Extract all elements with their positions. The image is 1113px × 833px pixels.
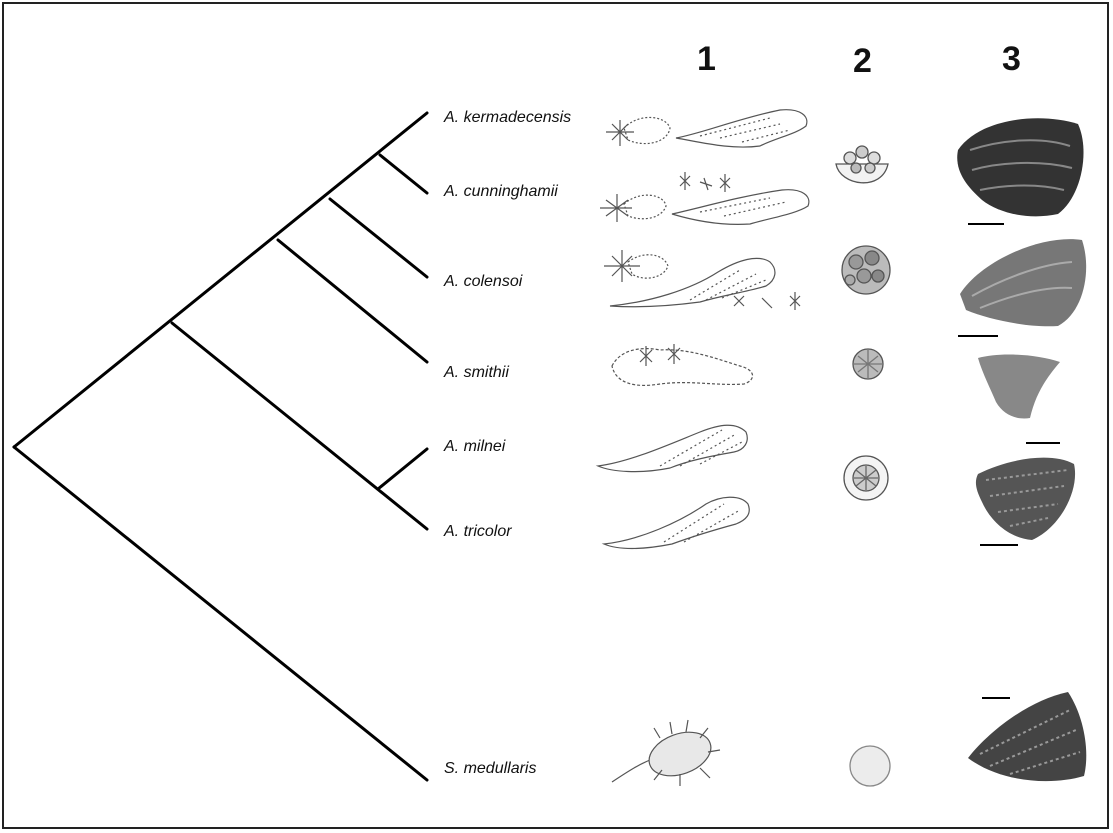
branch-root-to-kermadecensis bbox=[14, 113, 427, 447]
sem-medullaris bbox=[968, 692, 1086, 781]
branch-colensoi bbox=[330, 199, 427, 277]
branch-cunninghamii bbox=[380, 155, 427, 193]
column-2-spore-drawings bbox=[836, 146, 890, 786]
spore-colensoi bbox=[842, 246, 890, 294]
spore-smithii bbox=[853, 349, 883, 379]
cladogram-tree bbox=[14, 113, 427, 780]
branch-to-ingroup-clade bbox=[172, 323, 427, 529]
sketch-tricolor bbox=[604, 497, 749, 548]
column-3-sem-images bbox=[957, 118, 1086, 781]
sketch-colensoi bbox=[604, 250, 800, 310]
sem-kermadecensis bbox=[957, 118, 1083, 224]
sketch-kermadecensis bbox=[606, 110, 807, 147]
sem-colensoi bbox=[958, 239, 1086, 336]
sem-tricolor bbox=[976, 458, 1075, 545]
branch-root-to-medullaris bbox=[14, 447, 427, 780]
sketch-medullaris bbox=[612, 720, 720, 786]
branch-milnei bbox=[378, 449, 427, 489]
sketch-cunninghamii bbox=[600, 172, 809, 224]
spore-kermadecensis bbox=[836, 146, 888, 183]
sem-smithii bbox=[978, 355, 1060, 443]
sketch-smithii bbox=[612, 344, 753, 385]
column-1-scale-sketches bbox=[598, 110, 809, 786]
spore-milnei-tricolor bbox=[844, 456, 888, 500]
spore-medullaris bbox=[850, 746, 890, 786]
sketch-milnei bbox=[598, 425, 747, 471]
